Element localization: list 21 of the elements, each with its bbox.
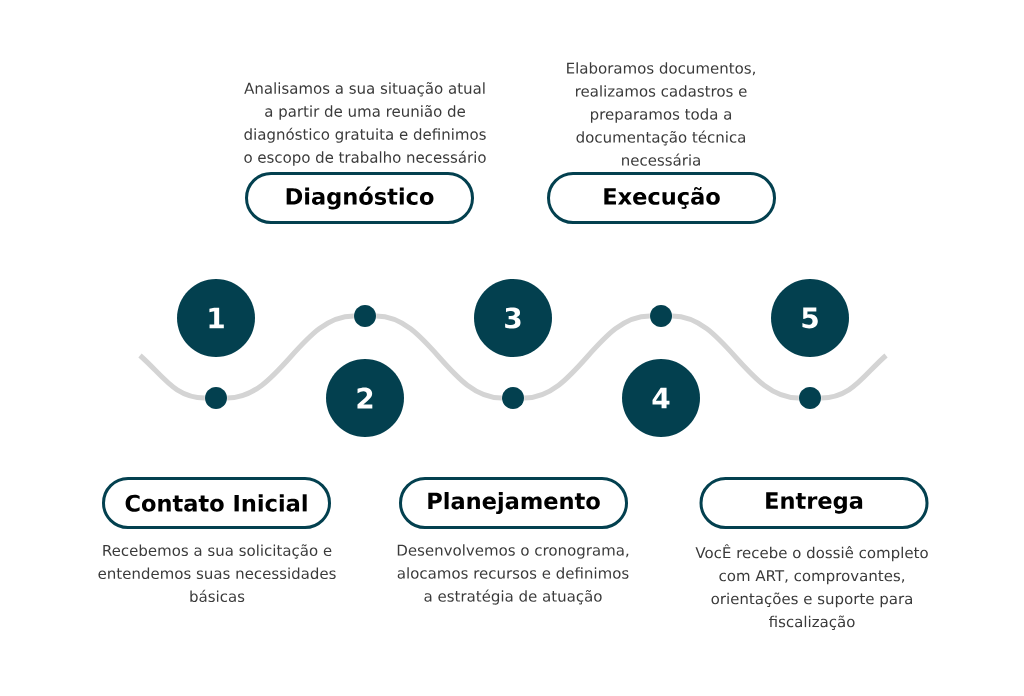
wave-line	[523, 313, 651, 401]
wave-line	[671, 313, 800, 401]
step-pill: Execução	[547, 172, 776, 224]
wave-line	[226, 313, 355, 401]
wave-line	[821, 353, 888, 401]
wave-line	[138, 353, 205, 401]
description-text: Desenvolvemos o cronograma, alocamos recursos e definimos a estratégia de atuação	[397, 544, 629, 605]
step-pill: Planejamento	[399, 477, 628, 529]
step-pill: Entrega	[699, 477, 929, 529]
timeline-dot	[799, 387, 821, 409]
timeline-dot	[650, 305, 672, 327]
timeline-dot	[502, 387, 524, 409]
description-text: VocÊ recebe o dossiê completo com ART, comprovantes, orientações e suporte para fiscalização	[695, 544, 928, 630]
timeline-dot	[354, 305, 376, 327]
step-pill: Contato Inicial	[102, 477, 331, 529]
timeline-dot	[205, 387, 227, 409]
step-pill: Diagnóstico	[245, 172, 474, 224]
description-text: Analisamos a sua situação atual a partir de uma reunião de diagnóstico gratuita e definimos o escopo de trabalho necessário	[244, 82, 486, 166]
description-text: Elaboramos documentos, realizamos cadastros e preparamos toda a documentação técnica necessária	[567, 62, 755, 166]
description-text: Recebemos a sua solicitação e entendemos suas necessidades básicas	[98, 544, 336, 603]
wave-line	[375, 313, 503, 401]
